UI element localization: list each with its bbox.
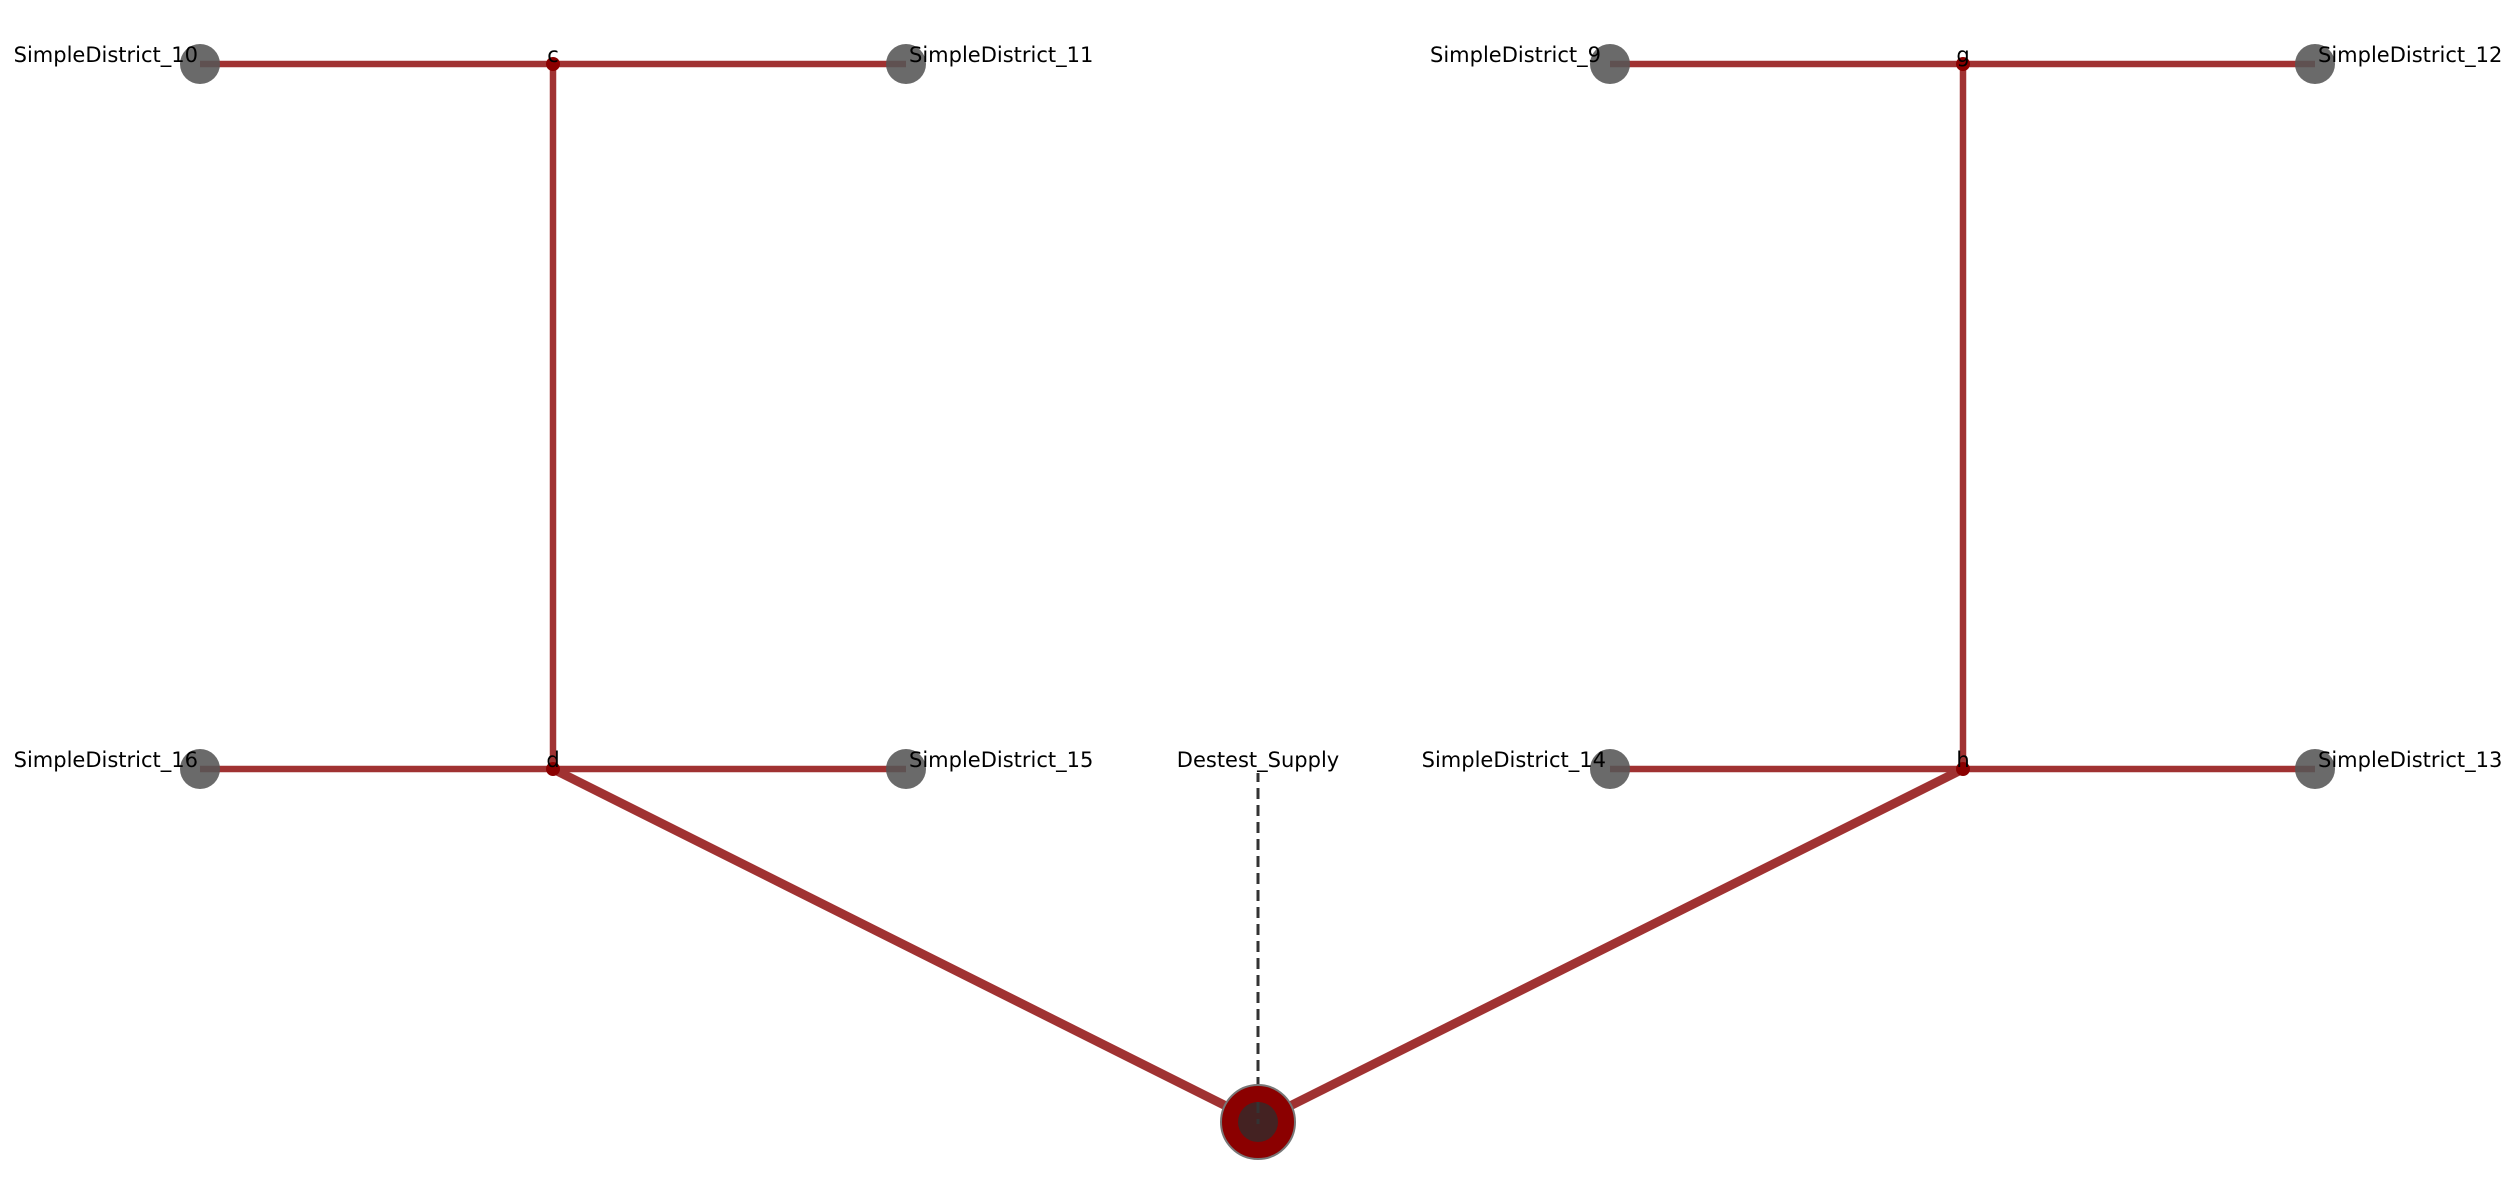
building-node-SimpleDistrict_13[interactable] bbox=[2295, 749, 2335, 789]
pipes-layer bbox=[200, 60, 2315, 1127]
pipe-h-Destest_Supply bbox=[1255, 764, 1966, 1127]
building-node-SimpleDistrict_16[interactable] bbox=[180, 749, 220, 789]
node-label-Destest_Supply: Destest_Supply bbox=[1177, 748, 1339, 773]
node-label-SimpleDistrict_10: SimpleDistrict_10 bbox=[14, 43, 198, 68]
node-label-SimpleDistrict_14: SimpleDistrict_14 bbox=[1422, 748, 1606, 773]
node-label-SimpleDistrict_15: SimpleDistrict_15 bbox=[909, 748, 1093, 773]
node-label-SimpleDistrict_12: SimpleDistrict_12 bbox=[2318, 43, 2502, 68]
node-label-SimpleDistrict_11: SimpleDistrict_11 bbox=[909, 43, 1093, 68]
junction-node-c[interactable] bbox=[546, 57, 560, 71]
node-label-h: h bbox=[1956, 748, 1969, 772]
building-node-SimpleDistrict_14[interactable] bbox=[1590, 749, 1630, 789]
node-label-d: d bbox=[546, 748, 559, 772]
node-label-SimpleDistrict_9: SimpleDistrict_9 bbox=[1430, 43, 1601, 68]
building-node-SimpleDistrict_9[interactable] bbox=[1590, 44, 1630, 84]
building-node-SimpleDistrict_10[interactable] bbox=[180, 44, 220, 84]
building-node-SimpleDistrict_11[interactable] bbox=[886, 44, 926, 84]
node-label-SimpleDistrict_16: SimpleDistrict_16 bbox=[14, 748, 198, 773]
node-label-g: g bbox=[1956, 43, 1969, 67]
node-label-c: c bbox=[547, 43, 559, 67]
building-node-SimpleDistrict_15[interactable] bbox=[886, 749, 926, 789]
pipe-d-Destest_Supply bbox=[550, 764, 1261, 1127]
building-node-SimpleDistrict_12[interactable] bbox=[2295, 44, 2335, 84]
node-label-SimpleDistrict_13: SimpleDistrict_13 bbox=[2318, 748, 2502, 773]
nodes-layer bbox=[180, 44, 2335, 1160]
junction-node-d[interactable] bbox=[546, 762, 560, 776]
junction-node-g[interactable] bbox=[1956, 57, 1970, 71]
junction-node-h[interactable] bbox=[1956, 762, 1970, 776]
